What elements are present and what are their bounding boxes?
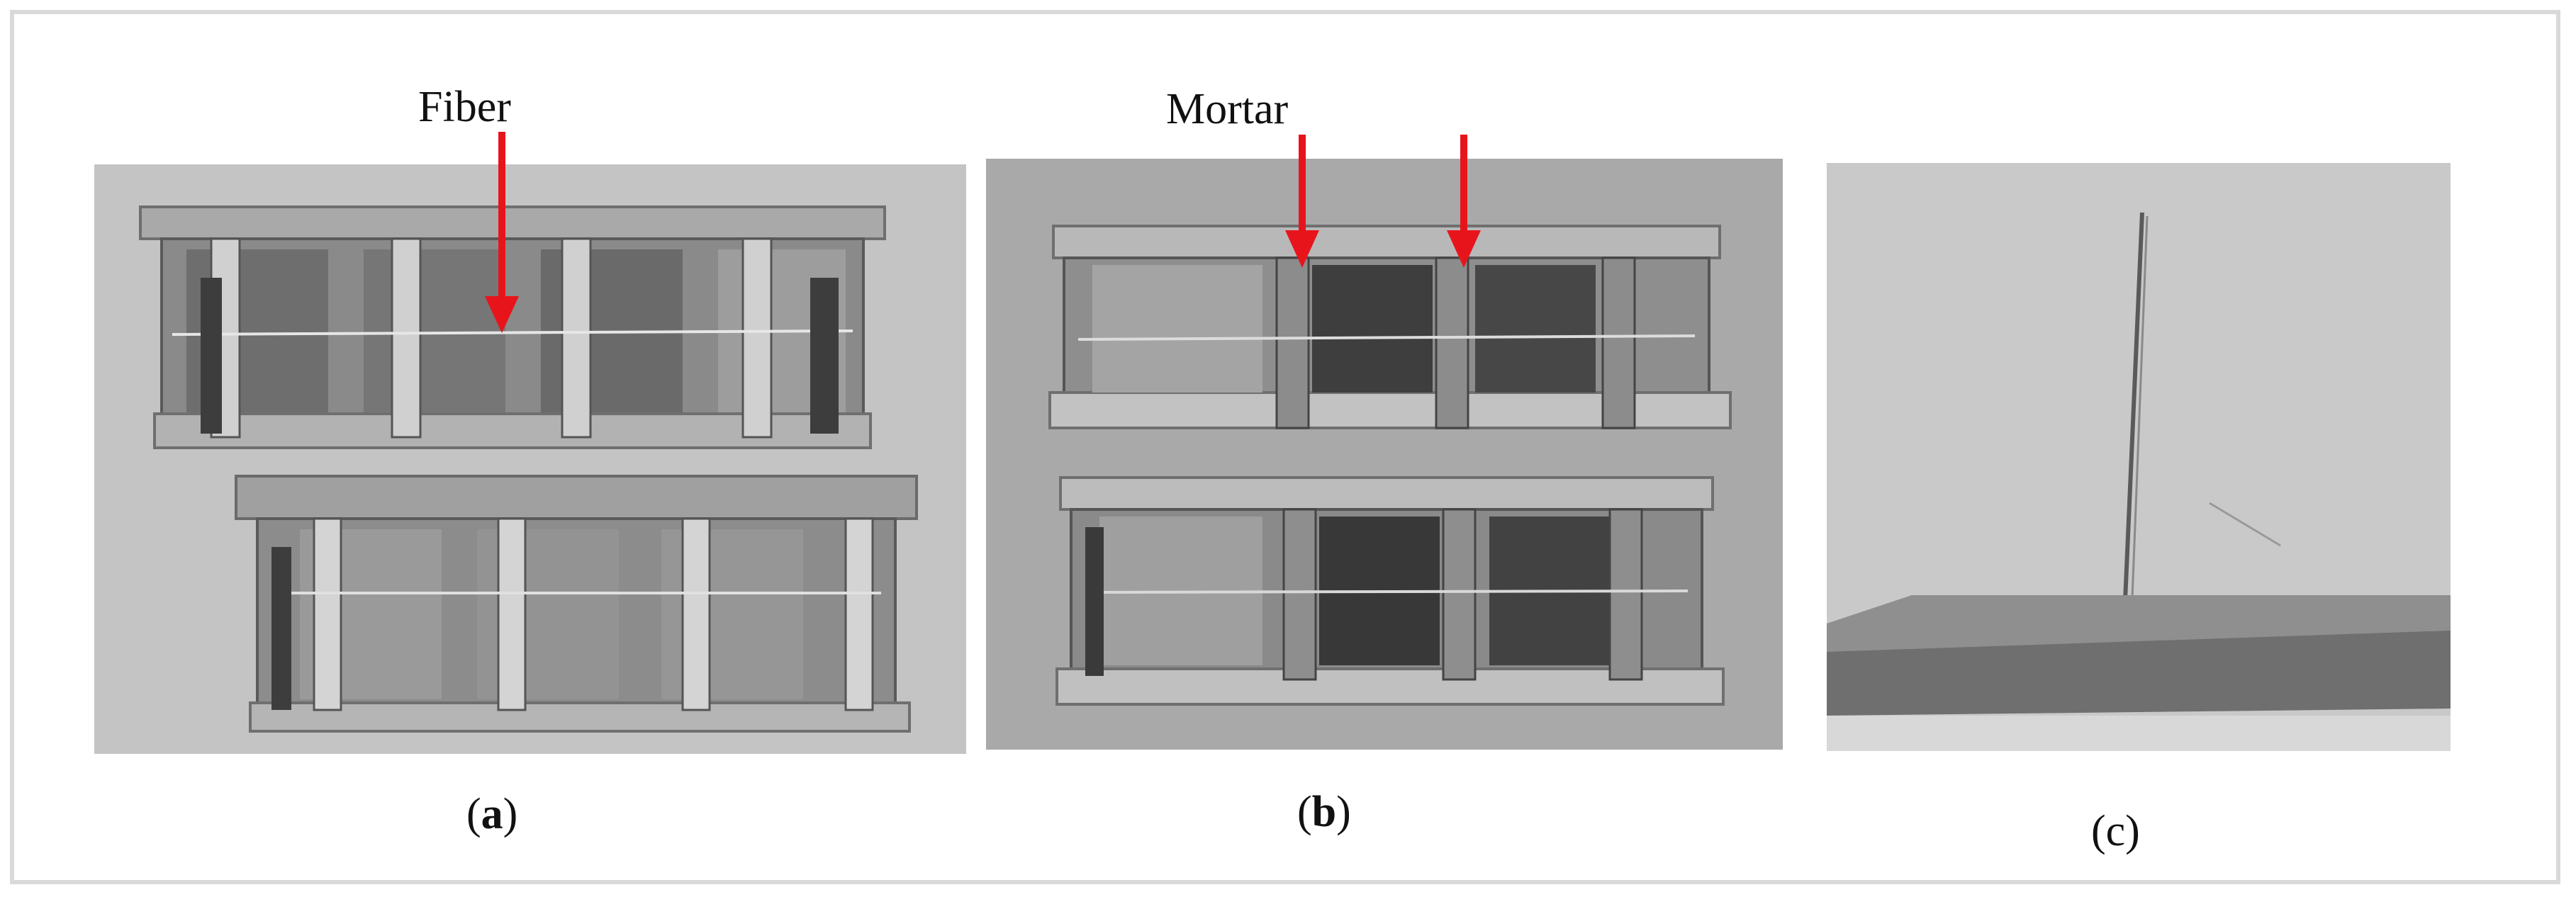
fiber-label: Fiber bbox=[418, 83, 511, 131]
caption-b: (b) bbox=[1297, 788, 1351, 836]
mortar-label: Mortar bbox=[1166, 85, 1289, 133]
photo-b-molds-with-mortar bbox=[986, 159, 1783, 750]
photo-c-specimen-with-fiber bbox=[1827, 163, 2451, 751]
photo-a-molds-with-fiber bbox=[94, 164, 966, 754]
caption-a: (a) bbox=[466, 790, 518, 838]
caption-c: (c) bbox=[2091, 807, 2140, 855]
figure-frame bbox=[10, 10, 2560, 884]
